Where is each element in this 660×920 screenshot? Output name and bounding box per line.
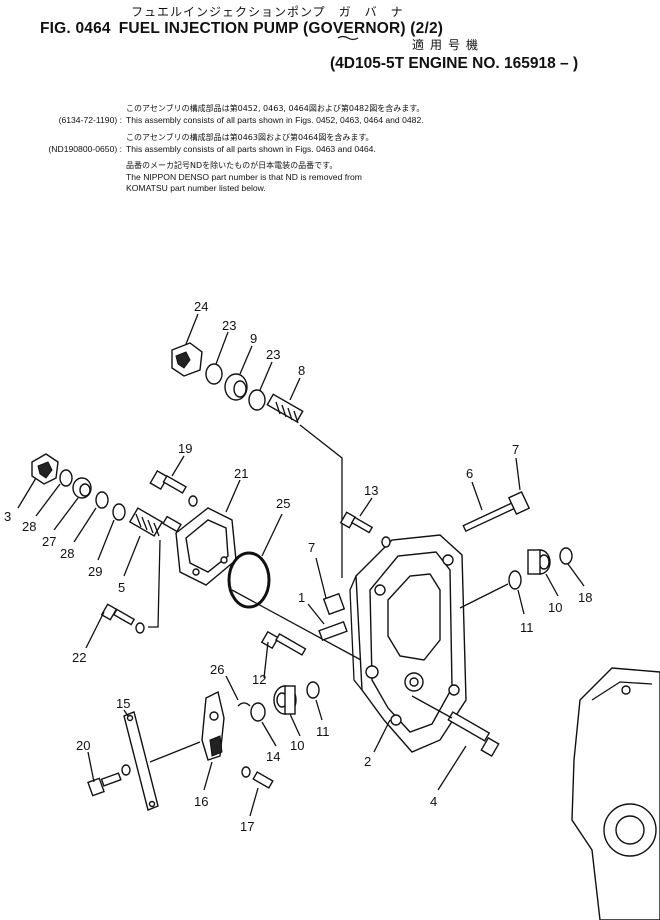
callout-17: 17: [240, 819, 254, 834]
applicability-label-jp: 適用号機: [412, 38, 485, 52]
callout-7-right: 7: [512, 442, 519, 457]
callout-9: 9: [250, 331, 257, 346]
part-washer-19: [188, 495, 198, 507]
note-en-1: This assembly consists of all parts show…: [126, 115, 424, 125]
note-jp-3: 品番のメーカ記号NDを除いたものが日本電装の品番です。: [126, 161, 338, 170]
part-washer-18: [559, 547, 573, 565]
part-bushing-10-right: [527, 549, 551, 575]
part-cover-21: [162, 507, 237, 586]
callout-28a: 28: [22, 519, 36, 534]
leader-22-to-cover: [148, 539, 161, 628]
callout-10-right: 10: [548, 600, 562, 615]
callout-4: 4: [430, 794, 437, 809]
part-washer-13: [381, 536, 391, 548]
note-part-number-2: (ND190800-0650) :: [48, 144, 122, 154]
leader-cover-to-housing: [231, 589, 373, 667]
callout-20: 20: [76, 738, 90, 753]
part-nut-upper: [224, 373, 248, 401]
callout-labels: 24 23 9 23 8 19 21 25 13 7 6 3 28 27 28 …: [4, 299, 592, 834]
note-jp-1: このアセンブリの構成部品は第0452, 0463, 0464図および第0482図…: [126, 104, 425, 113]
serial-range: (4D105-5T ENGINE NO. 165918 – ): [330, 55, 579, 72]
callout-3: 3: [4, 509, 11, 524]
callout-16: 16: [194, 794, 208, 809]
note-en-3a: The NIPPON DENSO part number is that ND …: [126, 172, 362, 182]
note-en-2: This assembly consists of all parts show…: [126, 144, 376, 154]
part-bolt-19: [149, 469, 187, 494]
callout-7-left: 7: [308, 540, 315, 555]
part-bolt-4: [447, 711, 500, 758]
callout-10-lower: 10: [290, 738, 304, 753]
leader-15-to-16: [149, 741, 201, 763]
callout-11-right: 11: [520, 620, 534, 635]
callout-23a: 23: [222, 318, 236, 333]
figure-title: FUEL INJECTION PUMP (GOVERNOR) (2/2): [118, 20, 444, 37]
callout-12: 12: [252, 672, 266, 687]
part-washer-22: [135, 622, 145, 634]
part-bolt-20: [87, 772, 122, 797]
callout-5: 5: [118, 580, 125, 595]
callout-14: 14: [266, 749, 280, 764]
part-cap-left: [31, 453, 59, 485]
part-governor-housing: [349, 534, 467, 753]
figure-number: FIG. 0464: [40, 20, 111, 37]
part-pin-6: [462, 501, 516, 533]
callout-leaders: [17, 313, 585, 817]
note-en-3b: KOMATSU part number listed below.: [126, 183, 266, 193]
part-spring-5: [128, 507, 164, 537]
callout-29: 29: [88, 564, 102, 579]
callout-25: 25: [276, 496, 290, 511]
part-gasket-lower: [248, 389, 266, 411]
part-plug-7-right: [507, 490, 531, 516]
part-washer-14: [250, 702, 266, 722]
part-o-ring-11-lower: [306, 681, 320, 699]
part-washer-28b: [95, 491, 109, 509]
part-adjust-screw: [266, 393, 304, 424]
callout-28b: 28: [60, 546, 74, 561]
callout-13: 13: [364, 483, 378, 498]
part-bolt-12: [260, 630, 307, 656]
part-bolt-22: [100, 603, 136, 626]
leader-4-to-housing: [411, 695, 453, 719]
callout-21: 21: [234, 466, 248, 481]
note-part-number-1: (6134-72-1190) :: [58, 115, 122, 125]
part-gasket-upper: [205, 363, 223, 385]
part-washer-20: [121, 764, 131, 776]
leader-11-to-housing: [459, 583, 509, 609]
callout-19: 19: [178, 441, 192, 456]
callout-18: 18: [578, 590, 592, 605]
callout-15: 15: [116, 696, 130, 711]
part-link-15: [123, 711, 159, 811]
callout-22: 22: [72, 650, 86, 665]
part-bolt-13: [339, 511, 374, 534]
part-bushing-10-lower: [273, 685, 297, 715]
leader-8-to-housing: [299, 424, 343, 578]
callout-2: 2: [364, 754, 371, 769]
callout-23b: 23: [266, 347, 280, 362]
part-bolt-17: [252, 771, 274, 789]
part-plug-7-left: [322, 592, 346, 616]
part-washer-17: [241, 766, 251, 778]
title-japanese: フュエルインジェクションポンプ ガ バ ナ: [131, 5, 404, 19]
callout-26: 26: [210, 662, 224, 677]
part-o-ring-29: [112, 503, 126, 521]
part-screw-1: [318, 620, 348, 642]
underline-mark: [337, 35, 359, 41]
note-jp-2: このアセンブリの構成部品は第0463図および第0464図を含みます。: [126, 133, 374, 142]
callout-11-lower: 11: [316, 724, 330, 739]
callout-8: 8: [298, 363, 305, 378]
part-nut-27: [72, 477, 92, 499]
callout-6: 6: [466, 466, 473, 481]
callout-27: 27: [42, 534, 56, 549]
callout-24: 24: [194, 299, 208, 314]
part-clip-26: [237, 702, 251, 707]
part-cap-nut: [171, 342, 203, 377]
part-washer-28a: [59, 469, 73, 487]
part-o-ring-11-right: [508, 570, 522, 590]
figure-heading: FIG. 0464 FUEL INJECTION PUMP (GOVERNOR) …: [40, 20, 443, 38]
callout-1: 1: [298, 590, 305, 605]
part-pump-body-partial: [571, 667, 660, 920]
part-lever-16: [201, 690, 225, 761]
